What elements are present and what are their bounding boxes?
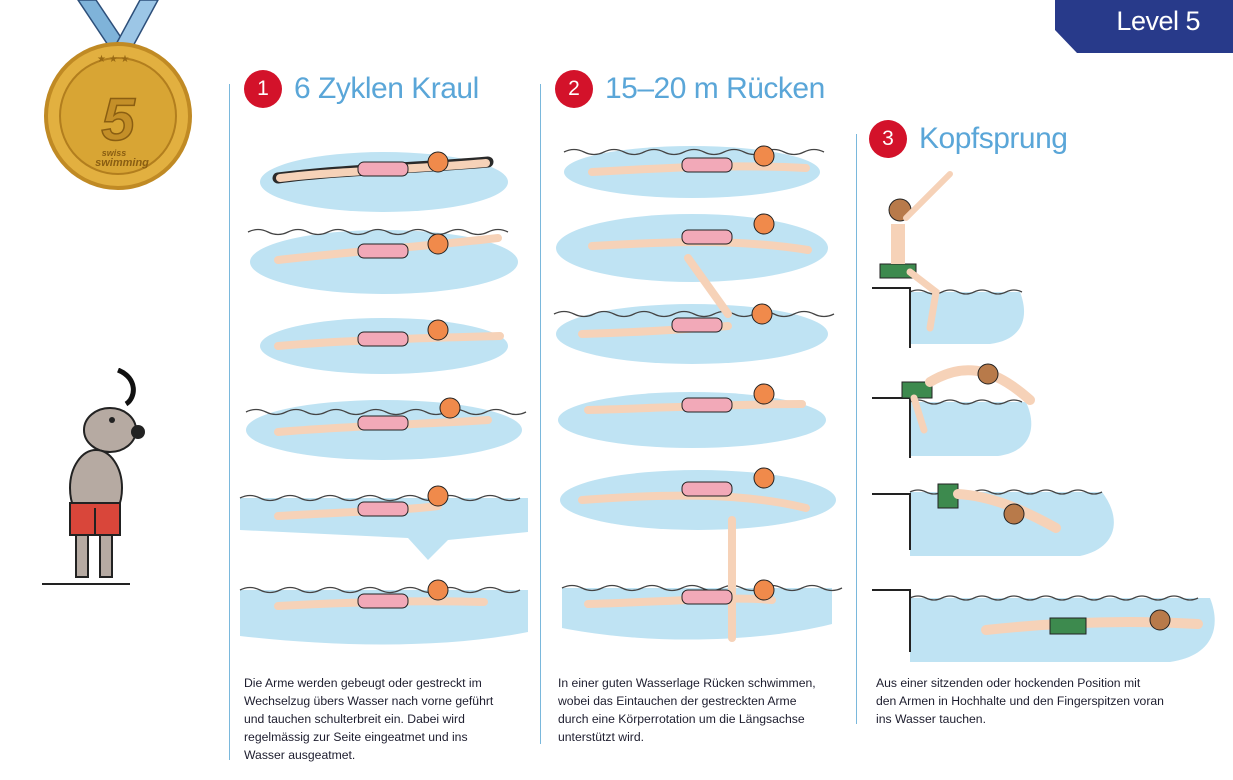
description-line: wobei das Eintauchen der gestreckten Arm…	[558, 694, 797, 708]
description-line: Wasser ausgeatmet.	[244, 748, 356, 762]
level-label: Level 5	[1116, 6, 1200, 36]
step-number-badge: 2	[555, 70, 593, 108]
section-1-heading: 1 6 Zyklen Kraul	[244, 70, 479, 108]
header-dive-illustrations	[872, 171, 1215, 662]
backstroke-illustrations	[553, 145, 843, 642]
description-line: Aus einer sitzenden oder hockenden Posit…	[876, 676, 1141, 690]
swimmer-frame-5	[239, 485, 528, 560]
description-line: In einer guten Wasserlage Rücken schwimm…	[558, 676, 816, 690]
section-2-heading: 2 15–20 m Rücken	[555, 70, 825, 108]
dive-frame-1	[872, 171, 1025, 348]
section-3-description: Aus einer sitzenden oder hockenden Posit…	[876, 674, 1206, 728]
divider-line	[856, 134, 857, 724]
description-line: durch eine Körperrotation um die Längsac…	[558, 712, 805, 726]
step-number-badge: 1	[244, 70, 282, 108]
description-line: unterstützt wird.	[558, 730, 645, 744]
swimmer-frame-1	[260, 151, 508, 212]
divider-line	[540, 84, 541, 744]
section-title: 6 Zyklen Kraul	[294, 72, 479, 105]
gold-medal-icon: ★ ★ ★ 5 swiss swimming	[44, 0, 192, 190]
description-line: ins Wasser tauchen.	[876, 712, 986, 726]
dive-frame-4	[872, 589, 1215, 662]
mascot-illustration	[42, 368, 145, 585]
swimmer-frame-3	[553, 254, 835, 364]
dive-frame-3	[872, 483, 1114, 556]
swimmer-frame-2	[247, 228, 518, 294]
medal-brand-line2: swimming	[95, 157, 149, 169]
section-2-description: In einer guten Wasserlage Rücken schwimm…	[558, 674, 848, 746]
divider-line	[229, 84, 230, 760]
swimmer-frame-6	[239, 579, 528, 645]
description-line: den Armen in Hochhalte und den Fingerspi…	[876, 694, 1164, 708]
description-line: und tauchen schulterbreit ein. Dabei wir…	[244, 712, 465, 726]
swimmer-frame-4	[558, 383, 826, 448]
level-badge: Level 5	[1055, 0, 1233, 53]
swimmer-frame-4	[245, 397, 527, 460]
dive-frame-2	[872, 363, 1035, 458]
section-title: 15–20 m Rücken	[605, 72, 825, 105]
medal-number: 5	[101, 86, 136, 153]
swimmer-frame-2	[556, 213, 828, 282]
description-line: Die Arme werden gebeugt oder gestreckt i…	[244, 676, 482, 690]
swimmer-frame-3	[260, 318, 508, 374]
description-line: Wechselzug übers Wasser nach vorne gefüh…	[244, 694, 494, 708]
svg-text:★ ★ ★: ★ ★ ★	[97, 54, 129, 65]
description-line: regelmässig zur Seite eingeatmet und ins	[244, 730, 468, 744]
section-title: Kopfsprung	[919, 122, 1068, 155]
step-number-badge: 3	[869, 120, 907, 158]
swimmer-frame-6	[561, 516, 843, 642]
section-1-description: Die Arme werden gebeugt oder gestreckt i…	[244, 674, 534, 764]
medal-brand-line1: swiss	[102, 148, 127, 158]
crawl-stroke-illustrations	[239, 151, 528, 645]
section-3-heading: 3 Kopfsprung	[869, 120, 1068, 158]
swimmer-frame-1	[563, 145, 825, 198]
swimmer-frame-5	[560, 467, 836, 530]
